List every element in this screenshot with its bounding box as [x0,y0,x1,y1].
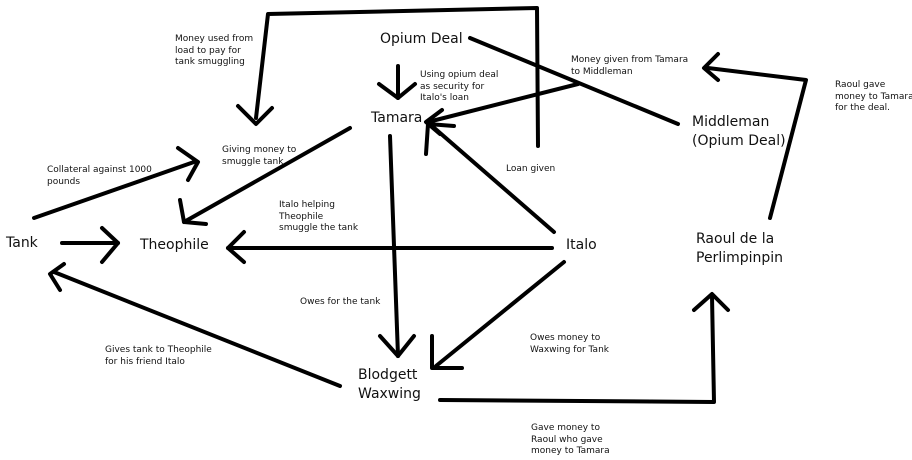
collateral-line [32,160,196,220]
label-raoul-gave-line-3: for the deal. [835,103,890,113]
node-blodgett: Blodgett Waxwing [358,366,421,404]
label-money-given-tamara-line-1: Money given from Tamara [571,55,689,65]
node-raoul-line-2: Perlimpinpin [696,250,784,266]
blodgett-raoul-arrowhead [692,292,730,312]
label-italo-helping-line-1: Italo helping [279,200,335,210]
label-loan-given: Loan given [506,164,556,174]
node-blodgett-line-2: Waxwing [358,386,421,402]
label-gave-raoul-line-3: money to Tamara [531,446,610,456]
label-gives-tank: Gives tank to Theophile for his friend I… [105,345,212,368]
node-tank: Tank [6,235,38,251]
label-giving-money-line-2: smuggle tank [222,156,284,167]
node-italo: Italo [566,237,597,253]
italo-theophile-arrowhead [226,230,246,264]
raoul-to-middleman-connector [706,66,808,220]
label-money-used-line-2: load to pay for [175,45,241,56]
label-gives-tank-line-1: Gives tank to Theophile [105,345,212,355]
collateral-arrowhead [176,146,200,182]
label-raoul-gave: Raoul gave money to Tamara for the deal. [835,80,912,115]
italo-to-tamara-line [430,124,556,234]
node-middleman-line-1: Middleman [692,114,770,130]
node-raoul: Raoul de la Perlimpinpin [696,230,783,268]
label-gave-raoul-line-1: Gave money to [531,423,600,433]
label-collateral-line-1: Collateral against 1000 [47,165,152,175]
italo-blodgett-arrowhead [430,334,464,370]
tamara-to-theophile-line [182,126,352,224]
node-theophile: Theophile [140,237,209,253]
raoul-middleman-arrowhead [702,52,720,82]
label-giving-money: Giving money to smuggle tank [222,145,296,168]
node-tamara: Tamara [371,110,423,126]
loan-loop-connector [254,6,540,148]
node-middleman-line-2: (Opium Deal) [692,133,786,149]
label-collateral-line-2: pounds [47,176,81,187]
label-using-opium-line-1: Using opium deal [420,70,499,80]
tamara-theophile-arrowhead [178,198,208,226]
label-gives-tank-line-2: for his friend Italo [105,356,185,367]
tamara-to-middleman-line [426,82,580,124]
italo-to-blodgett-line [434,260,566,368]
label-gave-raoul-line-2: Raoul who gave [531,434,603,445]
label-italo-helping-line-2: Theophile [279,211,324,222]
node-middleman: Middleman (Opium Deal) [692,113,786,151]
label-money-used-line-1: Money used from [175,34,254,44]
tank-theophile-arrowhead [100,226,120,264]
node-raoul-line-1: Raoul de la [696,231,775,247]
label-giving-money-line-1: Giving money to [222,145,297,155]
label-owes-waxwing-line-2: Waxwing for Tank [530,344,609,355]
label-italo-helping-line-3: smuggle the tank [279,223,359,233]
node-opium-deal: Opium Deal [380,31,463,47]
tamara-to-blodgett-line [388,134,400,358]
tamara-blodgett-arrowhead [378,334,416,358]
opium-to-tamara-arrowhead [377,82,417,100]
label-owes-waxwing-line-1: Owes money to [530,333,601,343]
blodgett-tank-arrowhead [48,262,66,292]
label-money-given-tamara: Money given from Tamara to Middleman [571,55,688,78]
loan-loop-arrowhead [236,104,274,126]
blodgett-to-tank-line [52,270,342,388]
node-blodgett-line-1: Blodgett [358,367,418,383]
blodgett-to-raoul-connector [438,294,716,404]
label-using-opium-line-2: as security for [420,81,485,92]
label-gave-raoul: Gave money to Raoul who gave money to Ta… [531,423,610,458]
label-money-used: Money used from load to pay for tank smu… [175,34,253,69]
label-owes-tank: Owes for the tank [300,297,381,307]
label-owes-waxwing: Owes money to Waxwing for Tank [530,333,609,356]
label-raoul-gave-line-1: Raoul gave [835,80,886,90]
label-raoul-gave-line-2: money to Tamara [835,91,912,102]
label-collateral: Collateral against 1000 pounds [47,165,152,188]
label-money-used-line-3: tank smuggling [175,57,245,67]
opium-middleman-line [468,36,680,126]
label-italo-helping: Italo helping Theophile smuggle the tank [279,200,358,235]
label-using-opium: Using opium deal as security for Italo's… [420,70,498,105]
italo-tamara-arrowhead [424,122,456,156]
label-using-opium-line-3: Italo's loan [420,93,469,103]
label-money-given-tamara-line-2: to Middleman [571,66,633,77]
